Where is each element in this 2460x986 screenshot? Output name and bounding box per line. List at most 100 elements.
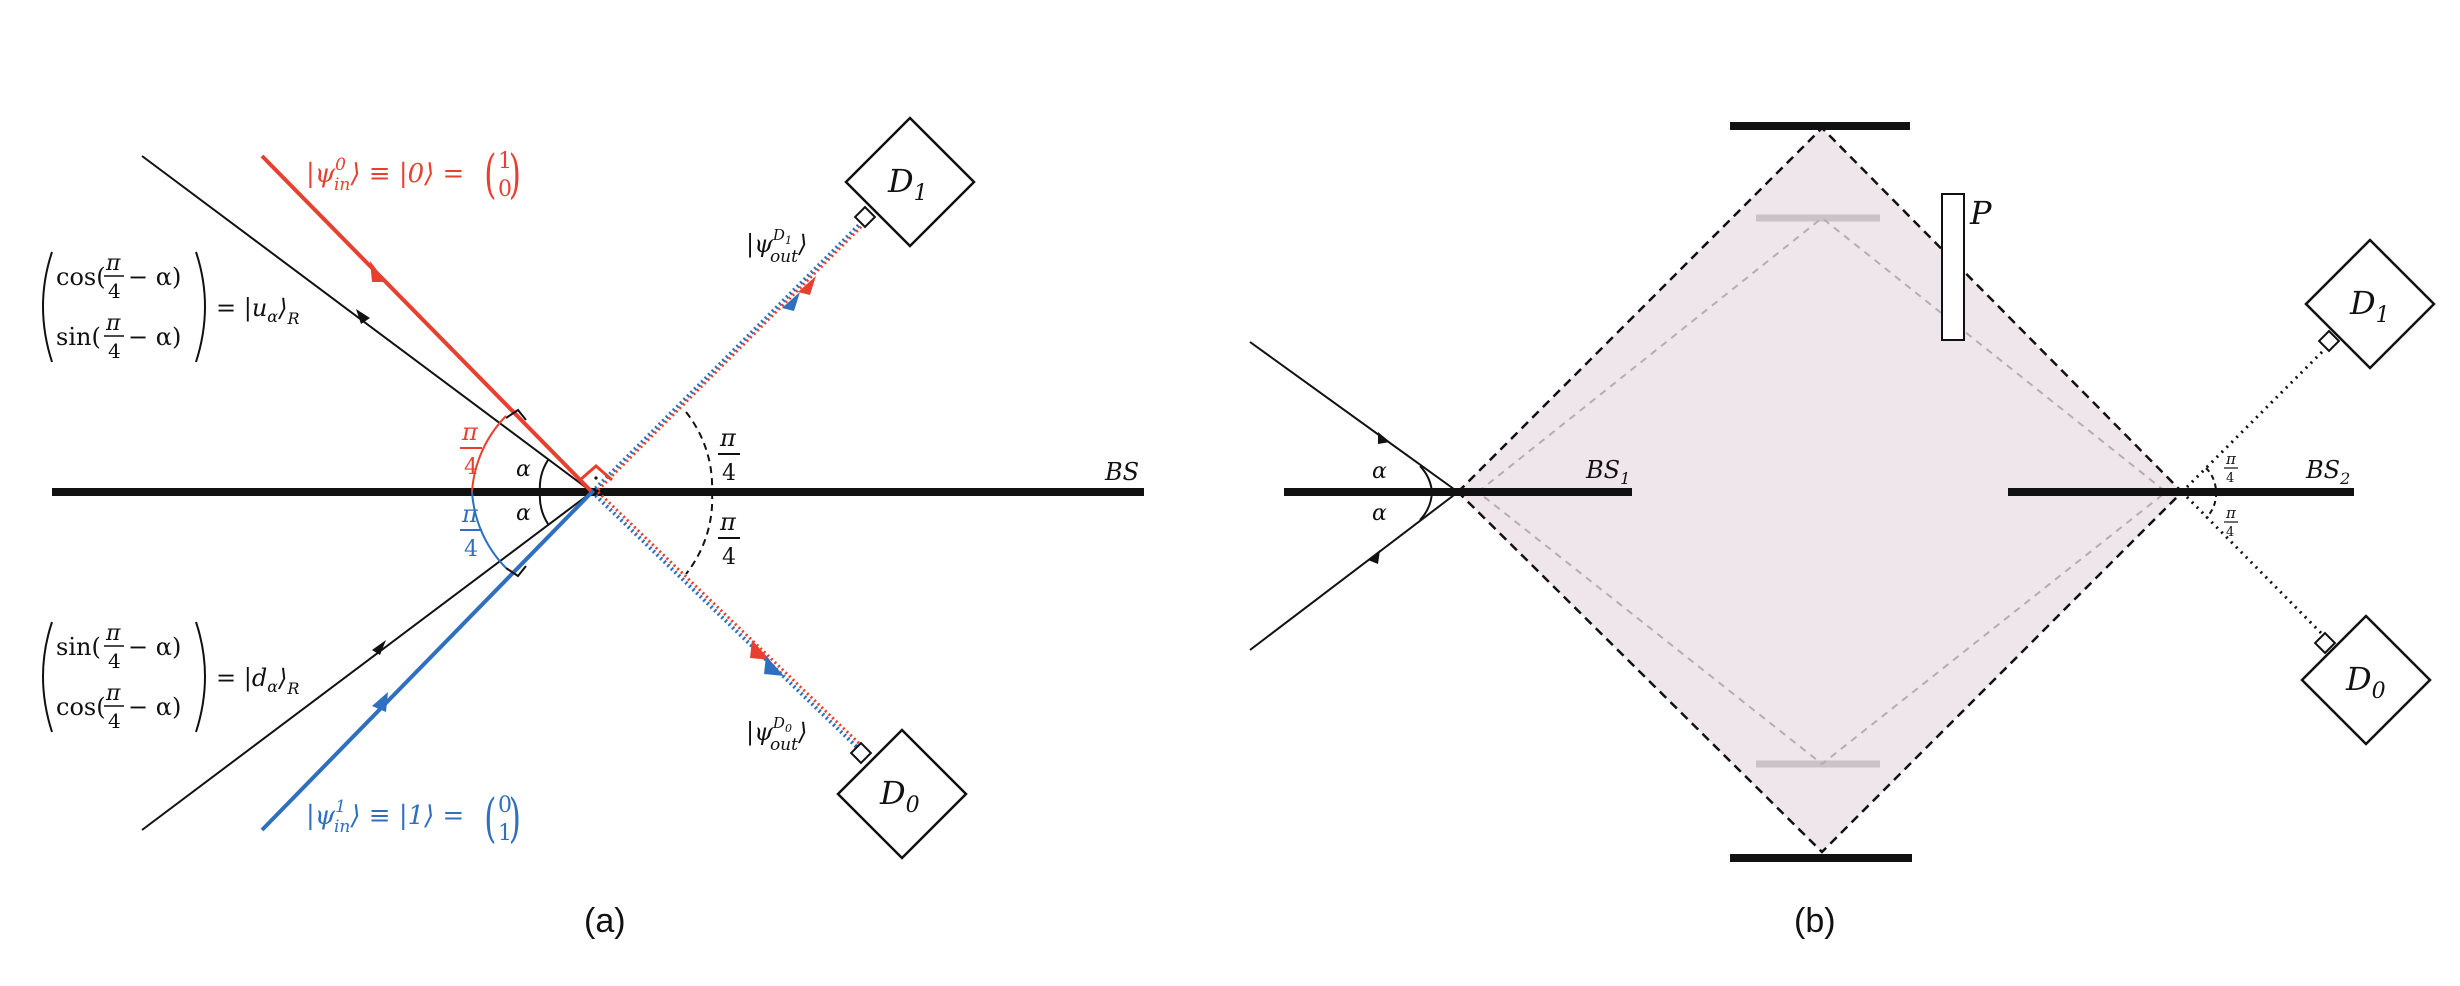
detector-d1-b: D1 bbox=[2304, 238, 2436, 370]
in1-vec-bot: 1 bbox=[498, 821, 512, 846]
d-state-vector: sin( π 4 − α) cos( π 4 − α) = |dα⟩R bbox=[42, 621, 299, 733]
svg-text:D1: D1 bbox=[887, 162, 928, 206]
pi4-label-blue: π 4 bbox=[460, 500, 482, 562]
u-rhs-end: ⟩ bbox=[277, 294, 287, 322]
alpha-label-lower: α bbox=[516, 501, 531, 526]
arrow-blue-in bbox=[372, 692, 388, 712]
pi4-arc-right-upper bbox=[685, 411, 714, 493]
in0-paren-r: ) bbox=[509, 145, 521, 206]
b-alpha-upper: α bbox=[1372, 459, 1387, 484]
pi4-label-right-upper: π 4 bbox=[718, 424, 740, 486]
u-bracket-right bbox=[195, 251, 206, 363]
panel-a: BS α α bbox=[42, 116, 1144, 940]
b-arrow-lower bbox=[1368, 550, 1380, 564]
u-row2-fn: sin( bbox=[56, 323, 101, 351]
u-row1-tail: − α) bbox=[128, 263, 181, 291]
in0-paren-l: ( bbox=[484, 145, 496, 206]
alpha-label-upper: α bbox=[516, 457, 531, 482]
outd1-end: ⟩ bbox=[797, 230, 807, 258]
d-row2-pi: π bbox=[105, 681, 121, 706]
pi4-arc-right-lower bbox=[685, 491, 714, 575]
b-arrow-upper bbox=[1378, 432, 1390, 444]
incoming-lower-black bbox=[141, 491, 593, 831]
arrow-red-in bbox=[370, 261, 386, 282]
svg-text:− α): − α) bbox=[128, 263, 181, 291]
svg-text:sin(: sin( bbox=[56, 633, 101, 661]
d1a-sub: 1 bbox=[914, 181, 928, 206]
u-state-vector: cos( π 4 − α) sin( π 4 − α) = |uα⟩R bbox=[42, 251, 300, 363]
b-pi4-arc-upper bbox=[2205, 467, 2217, 493]
right-angle-dot bbox=[594, 476, 598, 480]
detector-d0-a: D0 bbox=[836, 728, 968, 860]
phase-plate-label: P bbox=[1969, 194, 1992, 232]
incoming-red-beam bbox=[260, 154, 594, 494]
u-rhs-r: R bbox=[286, 309, 299, 328]
in0-sub: in bbox=[334, 175, 350, 195]
d-row1-four: 4 bbox=[108, 649, 121, 673]
b-pi4-label-lower: π 4 bbox=[2224, 504, 2238, 540]
outd1-ket: |ψ bbox=[746, 230, 774, 259]
d-row1-pi: π bbox=[105, 621, 121, 646]
incoming-blue-beam bbox=[260, 490, 594, 832]
svg-text:− α): − α) bbox=[128, 693, 181, 721]
panel-b: BS1 BS2 P α α π 4 π 4 bbox=[1249, 122, 2436, 940]
arrow-lower-black bbox=[372, 640, 386, 655]
bs1-sub: 1 bbox=[1620, 469, 1630, 488]
pi4-label-red: π 4 bbox=[460, 418, 482, 480]
b-pi4-label-upper: π 4 bbox=[2224, 450, 2238, 486]
svg-text:cos(: cos( bbox=[56, 693, 106, 721]
right-angle-upper-arc bbox=[505, 408, 527, 421]
b-alpha-arc-upper bbox=[1419, 465, 1433, 493]
outd1-sub: out bbox=[770, 247, 798, 267]
bs1-letter: BS bbox=[1585, 456, 1620, 484]
d-rhs: = |d bbox=[216, 664, 267, 693]
outd1-supsub: 1 bbox=[785, 234, 792, 247]
d0a-letter: D bbox=[879, 774, 906, 812]
arrow-out-d0-red bbox=[750, 640, 770, 660]
svg-text:= |dα⟩R: = |dα⟩R bbox=[216, 664, 299, 698]
pi4-rl-num: π bbox=[719, 508, 737, 536]
u-row2-four: 4 bbox=[108, 339, 121, 363]
svg-text:− α): − α) bbox=[128, 633, 181, 661]
d1b-sub: 1 bbox=[2376, 303, 2390, 328]
b-pi4l-den: 4 bbox=[2226, 525, 2234, 540]
svg-text:D1: D1 bbox=[2349, 284, 2390, 328]
incoming-upper-black bbox=[141, 155, 593, 493]
in1-sub: in bbox=[334, 817, 350, 837]
pi4-blue-den: 4 bbox=[464, 537, 478, 562]
d1b-letter: D bbox=[2349, 284, 2376, 322]
pi4-blue-num: π bbox=[461, 500, 479, 528]
in1-paren-l: ( bbox=[484, 789, 496, 850]
pi4-arc-red bbox=[471, 415, 507, 493]
in0-ket: |ψ bbox=[306, 159, 336, 189]
d-bracket-left bbox=[42, 621, 53, 733]
pi4-red-num: π bbox=[461, 418, 479, 446]
svg-text:= |uα⟩R: = |uα⟩R bbox=[216, 294, 300, 328]
d-row1-fn: sin( bbox=[56, 633, 101, 661]
in0-vec-bot: 0 bbox=[498, 177, 512, 202]
b-incoming-lower bbox=[1249, 491, 1459, 651]
caption-b: (b) bbox=[1794, 902, 1836, 940]
caption-a: (a) bbox=[584, 902, 626, 940]
pi4-red-den: 4 bbox=[464, 455, 478, 480]
b-pi4l-num: π bbox=[2225, 504, 2237, 522]
outd0-sub: out bbox=[770, 735, 798, 755]
u-rhs-sub: α bbox=[267, 307, 278, 326]
u-row1-four: 4 bbox=[108, 279, 121, 303]
u-row1-fn: cos( bbox=[56, 263, 106, 291]
in1-ket: |ψ bbox=[306, 801, 336, 831]
bs2-letter: BS bbox=[2305, 456, 2340, 484]
pi4-ru-num: π bbox=[719, 424, 737, 452]
d-bracket-right bbox=[195, 621, 206, 733]
phase-plate bbox=[1941, 193, 1965, 341]
